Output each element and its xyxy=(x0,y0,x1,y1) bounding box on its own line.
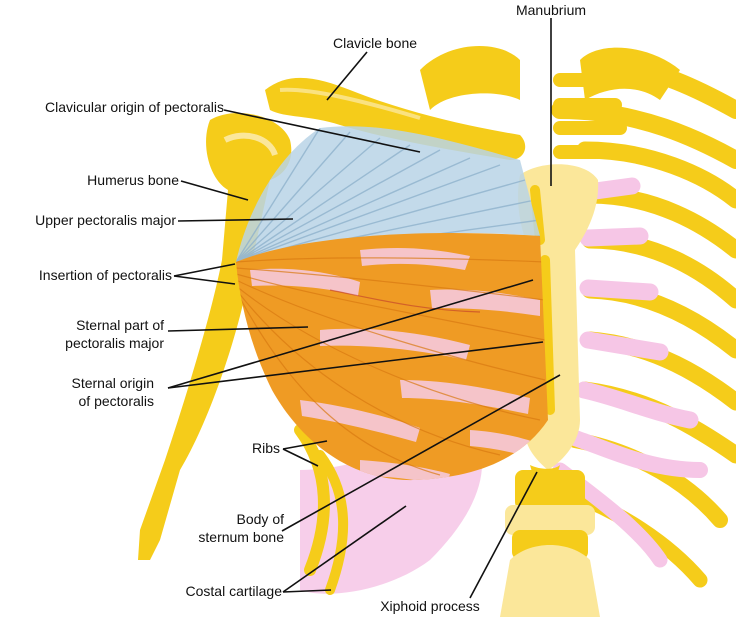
label-manubrium: Manubrium xyxy=(516,2,586,18)
label-upper-pectoralis: Upper pectoralis major xyxy=(35,212,176,228)
label-insertion: Insertion of pectoralis xyxy=(39,267,172,283)
label-body-sternum-line2: sternum bone xyxy=(198,529,284,545)
leader-costal-b xyxy=(282,589,332,593)
label-sternal-origin-line1: Sternal origin xyxy=(72,375,155,391)
label-xiphoid-process: Xiphoid process xyxy=(380,598,480,614)
label-sternal-part-line1: Sternal part of xyxy=(76,317,164,333)
leader-sternal-part xyxy=(167,326,309,332)
leader-upper-pectoralis xyxy=(177,218,294,222)
spine xyxy=(500,470,600,617)
leader-humerus xyxy=(180,180,249,201)
label-body-sternum-line1: Body of xyxy=(237,511,285,527)
leader-xiphoid xyxy=(469,471,538,599)
clavicle-shape xyxy=(265,77,526,160)
leader-sternal-origin-a xyxy=(167,279,534,389)
xiphoid-shape xyxy=(530,465,560,500)
leader-insertion-b xyxy=(173,275,236,285)
leader-ribs-a xyxy=(282,440,328,450)
label-ribs: Ribs xyxy=(252,440,280,456)
label-sternal-origin-line2: of pectoralis xyxy=(79,393,154,409)
leader-costal-a xyxy=(282,505,407,593)
first-rib-left xyxy=(420,46,520,110)
labels: Manubrium Clavicle bone Clavicular origi… xyxy=(35,2,586,614)
leader-ribs-b xyxy=(282,448,319,467)
label-clavicle-bone: Clavicle bone xyxy=(333,35,417,51)
ribs-right xyxy=(551,51,736,588)
leader-insertion-a xyxy=(173,263,236,277)
label-humerus-bone: Humerus bone xyxy=(87,172,179,188)
leader-clavicle xyxy=(326,51,368,101)
ribs-upper-center xyxy=(553,73,627,159)
leader-lines xyxy=(167,18,561,599)
label-sternal-part-line2: pectoralis major xyxy=(65,335,164,351)
leader-body-sternum xyxy=(281,374,561,532)
label-clavicular-origin: Clavicular origin of pectoralis xyxy=(45,99,224,115)
leader-sternal-origin-b xyxy=(167,341,544,389)
label-costal-cartilage: Costal cartilage xyxy=(186,583,283,599)
leader-clavicular-origin xyxy=(223,109,421,153)
